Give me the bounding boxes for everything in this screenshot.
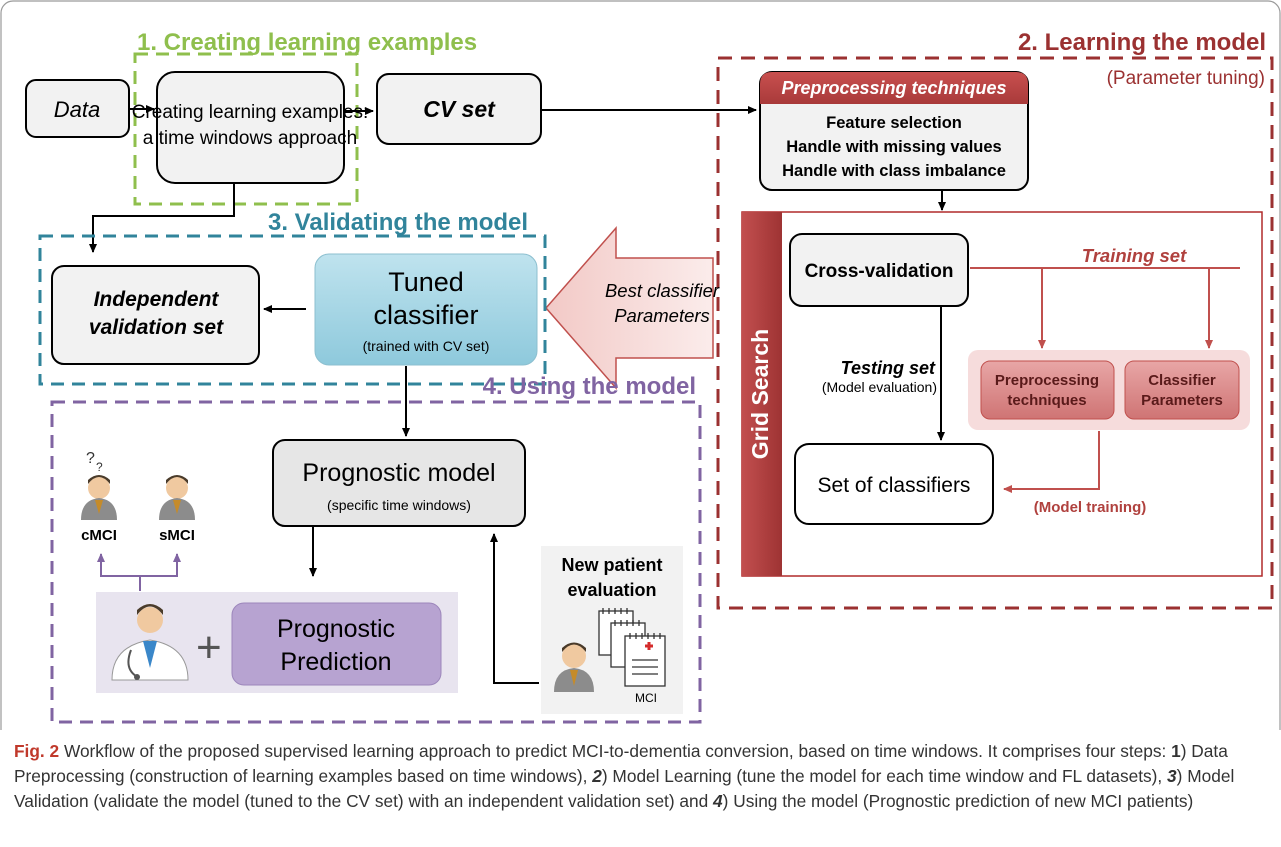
independent-validation-box	[51, 265, 260, 365]
prognostic-model-box	[272, 439, 526, 527]
section-1-frame	[133, 52, 359, 206]
caption-step-3: 3	[1167, 766, 1177, 786]
new-patient-icon	[554, 642, 594, 692]
arrow-creating-to-independent	[89, 183, 235, 253]
creating-examples-line1: Creating learning examples:	[132, 102, 369, 123]
question-mark-1: ?	[86, 450, 95, 467]
smci-label: sMCI	[159, 527, 195, 544]
grid-search-sidebar	[742, 212, 782, 576]
preprocessing-item-2: Handle with missing values	[786, 138, 1001, 156]
preproc-techniques-small-box	[980, 360, 1115, 420]
model-evaluation-label: (Model evaluation)	[822, 379, 937, 395]
question-mark-2: ?	[96, 460, 103, 474]
figure-caption: Fig. 2 Workflow of the proposed supervis…	[14, 739, 1262, 814]
prognostic-model-label: Prognostic model	[302, 459, 495, 487]
caption-text-3: ) Model Learning (tune the model for eac…	[601, 766, 1168, 786]
caption-text-4: ) Model Validation (validate the model (…	[14, 766, 1235, 811]
set-of-classifiers-label: Set of classifiers	[818, 474, 971, 497]
preprocessing-item-3: Handle with class imbalance	[782, 162, 1006, 180]
model-training-label: (Model training)	[1034, 499, 1147, 516]
grid-search-label: Grid Search	[747, 329, 773, 459]
arrow-training-to-classifiers	[1003, 431, 1100, 493]
plus-sign: +	[196, 623, 222, 672]
data-label: Data	[54, 97, 100, 122]
caption-fig-label: Fig. 2	[14, 741, 60, 761]
prediction-line1: Prognostic	[277, 615, 395, 643]
preproc-small-line1: Preprocessing	[995, 372, 1099, 389]
caption-text-2: ) Data Preprocessing (construction of le…	[14, 741, 1228, 786]
prognostic-model-sub: (specific time windows)	[327, 497, 471, 513]
new-patient-line2: evaluation	[567, 580, 656, 600]
section-3-frame	[38, 234, 547, 386]
doctor-icon	[111, 604, 189, 681]
caption-step-4: 4	[713, 791, 723, 811]
set-of-classifiers-box	[794, 443, 994, 525]
independent-line1: Independent	[94, 288, 220, 311]
cmci-label: cMCI	[81, 527, 117, 544]
new-patient-line1: New patient	[561, 555, 662, 575]
mci-label: MCI	[635, 691, 657, 705]
cmci-patient-icon	[81, 475, 117, 520]
caption-step-1: 1	[1171, 741, 1181, 761]
section-2-frame	[716, 56, 1274, 610]
training-set-label: Training set	[1082, 245, 1187, 266]
classifier-params-line2: Parameters	[1141, 392, 1223, 409]
section-1-title: 1. Creating learning examples	[137, 29, 477, 56]
section-4-title: 4. Using the model	[483, 373, 696, 400]
tuned-line2: classifier	[373, 300, 478, 330]
arrow-to-cmci	[97, 553, 141, 591]
classifier-params-line1: Classifier	[1148, 372, 1216, 389]
testing-set-label: Testing set	[841, 358, 936, 378]
best-classifier-arrow	[545, 226, 714, 390]
preproc-small-line2: techniques	[1007, 392, 1086, 409]
prediction-line2: Prediction	[280, 648, 391, 676]
independent-line2: validation set	[89, 316, 224, 339]
prognostic-prediction-box	[231, 602, 442, 686]
cross-validation-label: Cross-validation	[805, 261, 954, 282]
medical-documents-icon	[598, 608, 666, 687]
caption-text-1: Workflow of the proposed supervised lear…	[59, 741, 1172, 761]
creating-examples-box	[156, 71, 345, 184]
tuned-sub: (trained with CV set)	[363, 338, 490, 354]
section-3-title: 3. Validating the model	[268, 209, 528, 236]
preprocessing-item-1: Feature selection	[826, 114, 962, 132]
preprocessing-header	[760, 72, 1028, 104]
tuned-classifier-box	[314, 253, 538, 366]
cv-set-box	[376, 73, 542, 145]
section-2-subtitle: (Parameter tuning)	[1107, 68, 1265, 89]
cv-set-label: CV set	[423, 96, 496, 122]
section-2-title: 2. Learning the model	[1018, 29, 1266, 56]
tuned-line1: Tuned	[388, 267, 464, 297]
classifier-parameters-small-box	[1124, 360, 1240, 420]
best-classifier-line1: Best classifier	[605, 280, 720, 301]
best-classifier-line2: Parameters	[614, 305, 710, 326]
section-4-frame	[50, 400, 702, 724]
caption-step-2: 2	[592, 766, 602, 786]
cross-validation-box	[789, 233, 969, 307]
creating-examples-line2: a time windows approach	[143, 128, 357, 149]
arrow-new-patient-to-model	[490, 533, 539, 684]
smci-patient-icon	[159, 475, 195, 520]
data-box	[25, 79, 130, 138]
arrow-to-smci	[140, 553, 181, 577]
caption-text-5: ) Using the model (Prognostic prediction…	[722, 791, 1194, 811]
preprocessing-header-label: Preprocessing techniques	[781, 78, 1006, 98]
